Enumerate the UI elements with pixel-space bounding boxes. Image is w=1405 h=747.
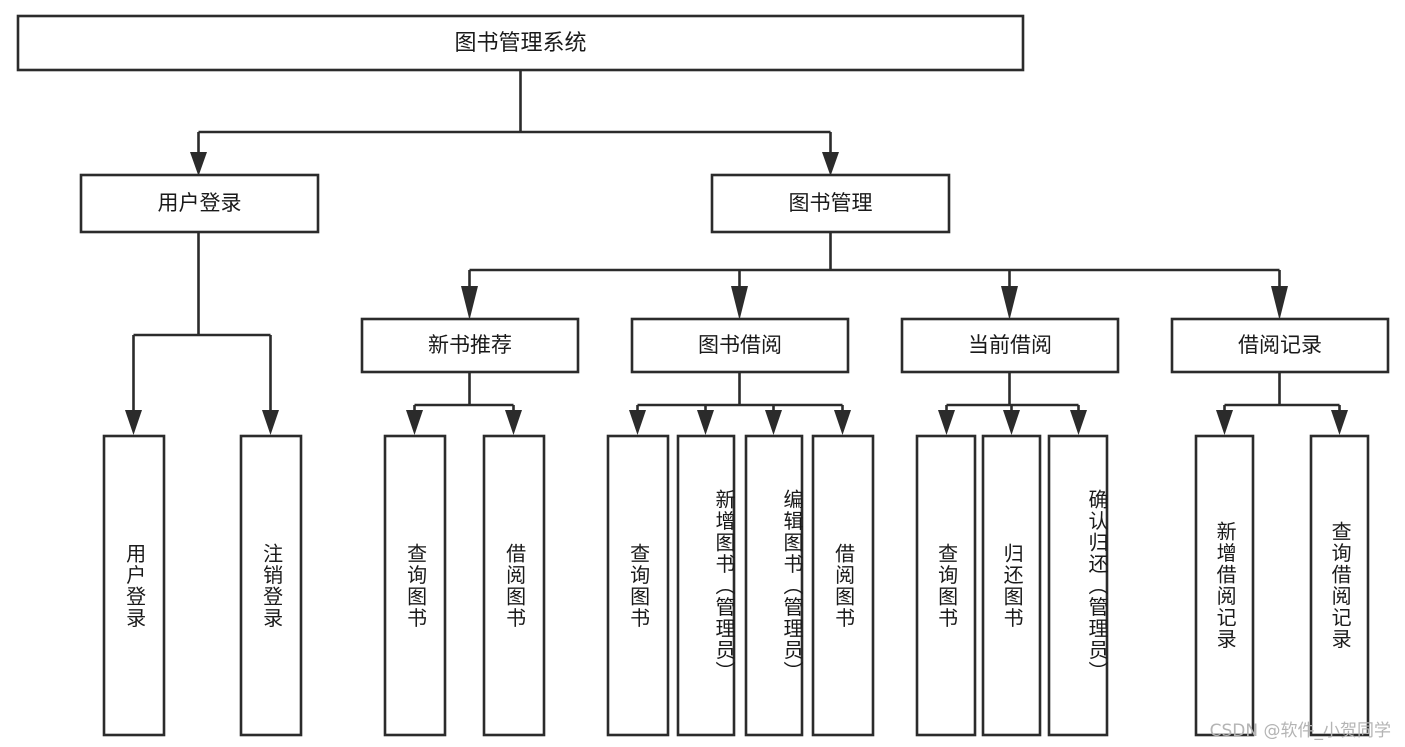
- arrowhead-bb-leaf-2: [697, 410, 714, 435]
- node-book-borrow[interactable]: 图书借阅: [630, 317, 850, 374]
- leaf-box-bb-borrow-book[interactable]: [811, 434, 875, 737]
- node-new-book-recommend[interactable]: 新书推荐: [360, 317, 580, 374]
- leaf-box-br-add-record[interactable]: [1194, 434, 1255, 737]
- node-user-login-rect[interactable]: [79, 173, 320, 234]
- arrowhead-br-leaf-1: [1216, 410, 1233, 435]
- arrowhead-leaf-logout: [262, 410, 279, 435]
- node-current-borrow-rect[interactable]: [900, 317, 1120, 374]
- node-user-login[interactable]: 用户登录: [79, 173, 320, 234]
- node-borrow-record[interactable]: 借阅记录: [1170, 317, 1390, 374]
- node-new-book-recommend-rect[interactable]: [360, 317, 580, 374]
- node-book-management-label: 图书管理: [789, 191, 873, 215]
- node-borrow-record-label: 借阅记录: [1238, 333, 1322, 357]
- watermark: CSDN @软件_小贺同学: [1209, 721, 1391, 741]
- node-root-rect[interactable]: [16, 14, 1025, 72]
- leaf-box-br-query-record[interactable]: [1309, 434, 1370, 737]
- node-book-management-rect[interactable]: [710, 173, 951, 234]
- node-layer: 图书管理系统 用户登录 图书管理 新书推荐 图书借阅: [16, 14, 1390, 737]
- arrowhead-cb-leaf-1: [938, 410, 955, 435]
- arrowhead-borrow-record: [1271, 286, 1288, 320]
- node-book-management[interactable]: 图书管理: [710, 173, 951, 234]
- arrowhead-nbr-leaf-2: [505, 410, 522, 435]
- arrowhead-user-login: [190, 152, 207, 176]
- arrowhead-bb-leaf-3: [765, 410, 782, 435]
- arrowhead-cb-leaf-3: [1070, 410, 1087, 435]
- arrowhead-bb-leaf-1: [629, 410, 646, 435]
- arrowhead-bb-leaf-4: [834, 410, 851, 435]
- arrowhead-nbr-leaf-1: [406, 410, 423, 435]
- arrowhead-book-borrow: [731, 286, 748, 320]
- leaf-box-cb-return-book[interactable]: [981, 434, 1042, 737]
- node-root-label: 图书管理系统: [454, 31, 586, 56]
- leaf-box-cb-query-book[interactable]: [915, 434, 977, 737]
- node-borrow-record-rect[interactable]: [1170, 317, 1390, 374]
- node-new-book-recommend-label: 新书推荐: [428, 333, 512, 357]
- node-book-borrow-rect[interactable]: [630, 317, 850, 374]
- node-root[interactable]: 图书管理系统: [16, 14, 1025, 72]
- node-current-borrow[interactable]: 当前借阅: [900, 317, 1120, 374]
- arrowhead-book-mgmt: [822, 152, 839, 176]
- arrowhead-cb-leaf-2: [1003, 410, 1020, 435]
- leaf-box-bb-add-book-admin[interactable]: [676, 434, 736, 737]
- arrowhead-current-borrow: [1001, 286, 1018, 320]
- leaf-box-cb-confirm-return-admin[interactable]: [1047, 434, 1109, 737]
- arrowhead-new-book-rec: [461, 286, 478, 320]
- leaf-box-nbr-borrow-book[interactable]: [482, 434, 546, 737]
- leaf-box-nbr-query-book[interactable]: [383, 434, 447, 737]
- connector-layer: [125, 70, 1348, 435]
- arrowhead-br-leaf-2: [1331, 410, 1348, 435]
- arrowhead-leaf-user-login: [125, 410, 142, 435]
- node-book-borrow-label: 图书借阅: [698, 333, 782, 357]
- node-user-login-label: 用户登录: [158, 191, 242, 215]
- leaf-box-logout[interactable]: [239, 434, 303, 737]
- node-current-borrow-label: 当前借阅: [968, 333, 1052, 357]
- leaf-box-user-login[interactable]: [102, 434, 166, 737]
- leaf-box-bb-edit-book-admin[interactable]: [744, 434, 804, 737]
- leaf-box-bb-query-book[interactable]: [606, 434, 670, 737]
